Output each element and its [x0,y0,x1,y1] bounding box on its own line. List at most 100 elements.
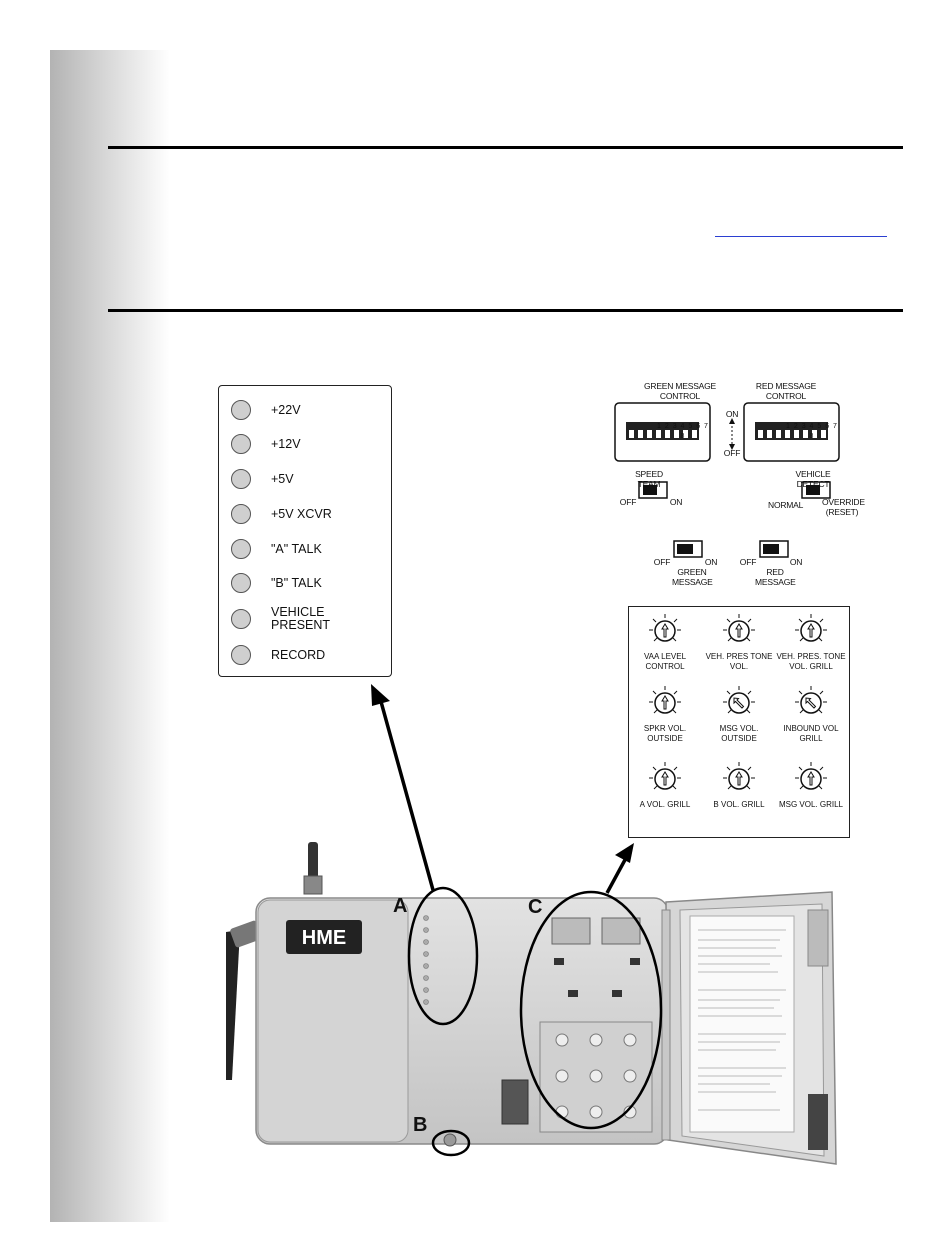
message-switch-graphics [673,540,789,558]
switch-graphics [614,402,840,499]
green-message-control-label: GREEN MESSAGE CONTROL [643,381,717,401]
dip-on-label: ON [725,409,739,419]
vehicle-detect-label: VEHICLE DETECT [795,469,831,489]
knob-icon [723,762,755,790]
green-dip-switch-bank [626,422,699,440]
led-row-5v: +5V [231,469,294,489]
page-gutter-shading [50,50,170,1222]
side-antenna [226,930,240,1080]
callout-ellipse-b [431,1129,471,1157]
knob-icon [649,614,681,642]
speed-team-label: SPEED TEAM [635,469,663,489]
red-dip-switch-bank [755,422,828,440]
knob-vaa-level: VAA LEVEL CONTROL [629,613,701,671]
led-label: +5V XCVR [271,506,332,521]
knob-veh-pres-tone: VEH. PRES TONE VOL. [703,613,775,671]
green-dip-toggles [629,430,697,438]
led-icon [231,504,251,524]
speed-team-off-label: OFF [619,497,637,507]
led-row-5v-xcvr: +5V XCVR [231,504,332,524]
knob-label: SPKR VOL. OUTSIDE [643,724,687,743]
door-hinge [661,909,671,1141]
knob-label: A VOL. GRILL [639,800,691,809]
led-label: "B" TALK [271,575,322,590]
red-message-off-label: OFF [739,557,757,567]
led-row-b-talk: "B" TALK [231,573,322,593]
top-antenna [308,842,318,880]
green-message-on-label: ON [704,557,718,567]
arrow-c-to-knob-panel [605,857,628,894]
arrow-a-to-led-panel [378,697,435,891]
knob-label: B VOL. GRILL [713,800,765,809]
header-rule-top [108,146,903,149]
callout-ellipse-a [407,886,479,1026]
knob-label: MSG VOL. OUTSIDE [719,724,759,743]
led-icon [231,434,251,454]
led-label: +5V [271,471,294,486]
knob-msg-vol-outside: MSG VOL. OUTSIDE [703,685,775,743]
knob-a-vol-grill: A VOL. GRILL [629,761,701,810]
knob-msg-vol-grill: MSG VOL. GRILL [775,761,847,810]
knob-icon [649,762,681,790]
knob-spkr-vol-outside: SPKR VOL. OUTSIDE [629,685,701,743]
led-label: "A" TALK [271,541,322,556]
led-label: +22V [271,402,301,417]
green-dip-numbers: 1 2 3 4 5 6 7 8 [657,423,709,440]
knob-label: INBOUND VOL GRILL [783,724,839,743]
volume-knob-panel: VAA LEVEL CONTROL VEH. PRES TONE VOL. VE… [628,606,850,838]
led-row-12v: +12V [231,434,301,454]
vehicle-detect-normal-label: NORMAL [768,500,804,510]
door-instruction-card [689,915,795,1133]
knob-label: VEH. PRES TONE VOL. [705,652,773,671]
knob-label: MSG VOL. GRILL [778,800,844,809]
led-icon [231,539,251,559]
knob-label: VEH. PRES. TONE VOL. GRILL [776,652,846,671]
callout-ellipse-c [519,890,663,1130]
device-dip-switch-red [601,917,641,945]
led-icon [231,469,251,489]
callout-letter-a: A [393,895,408,917]
hme-logo-text: HME [302,927,346,949]
red-message-control-label: RED MESSAGE CONTROL [755,381,817,401]
knob-veh-pres-tone-grill: VEH. PRES. TONE VOL. GRILL [775,613,847,671]
knob-icon [795,614,827,642]
red-dip-numbers: 1 2 3 4 5 6 7 8 [786,423,838,440]
hyperlink-underline[interactable] [715,236,887,237]
callout-letter-b: B [413,1114,428,1136]
led-label: +12V [271,436,301,451]
knob-label: VAA LEVEL CONTROL [643,652,687,671]
led-label: VEHICLE PRESENT [271,605,331,632]
reset-button-b [443,1133,457,1147]
device-led-column [423,915,429,1005]
dip-off-label: OFF [723,448,741,458]
led-icon [231,573,251,593]
red-message-label: RED MESSAGE [755,567,796,587]
device-dip-switch-green [551,917,591,945]
red-message-on-label: ON [789,557,803,567]
led-row-22v: +22V [231,400,301,420]
red-dip-toggles [758,430,826,438]
led-indicator-panel: +22V +12V +5V +5V XCVR "A" TALK "B" TALK… [218,385,392,677]
led-icon [231,400,251,420]
device-connector [501,1079,529,1125]
led-row-vehicle-present: VEHICLE PRESENT [231,606,331,632]
led-icon [231,609,251,629]
green-message-off-label: OFF [653,557,671,567]
knob-b-vol-grill: B VOL. GRILL [703,761,775,810]
vehicle-detect-override-label: OVERRIDE (RESET) [822,497,865,517]
knob-icon [795,762,827,790]
led-label: RECORD [271,647,326,662]
knob-icon [723,686,755,714]
green-message-label: GREEN MESSAGE [672,567,713,587]
led-row-a-talk: "A" TALK [231,539,322,559]
speed-team-on-label: ON [669,497,683,507]
knob-icon [795,686,827,714]
knob-icon [649,686,681,714]
led-row-record: RECORD [231,645,325,665]
led-icon [231,645,251,665]
hme-logo [286,920,362,954]
header-rule-bottom [108,309,903,312]
callout-letter-c: C [528,896,543,918]
knob-inbound-vol-grill: INBOUND VOL GRILL [775,685,847,743]
